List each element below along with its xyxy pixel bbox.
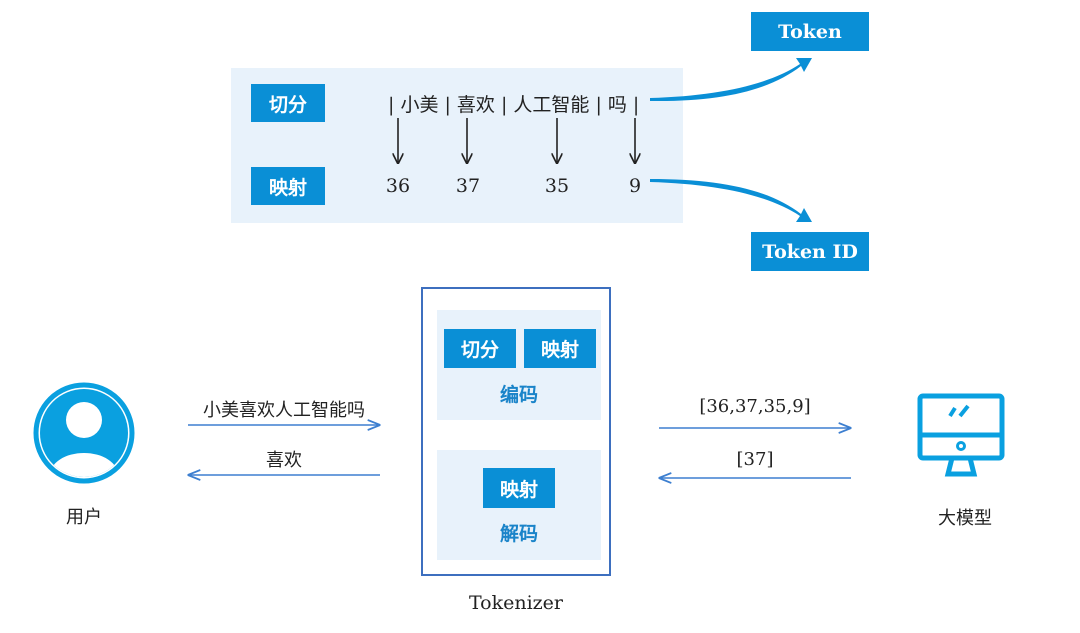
token-id-swoosh-arrow [650, 179, 812, 222]
token-id-3: 9 [628, 175, 642, 197]
segmented-text: | 小美 | 喜欢 | 人工智能 | 吗 | [388, 94, 640, 116]
user-icon [33, 382, 135, 484]
monitor-icon [917, 393, 1005, 477]
tokenizer-frame [421, 287, 611, 576]
model-output-ids: [37] [736, 449, 774, 470]
token-swoosh-arrow [650, 58, 812, 102]
encode-tokenize-tag: 切分 [444, 329, 516, 368]
token-id-1: 37 [455, 175, 481, 197]
encode-map-tag: 映射 [524, 329, 596, 368]
encode-label: 编码 [499, 384, 538, 406]
token-box: Token [751, 12, 869, 51]
model-input-ids: [36,37,35,9] [699, 396, 811, 417]
token-id-0: 36 [385, 175, 411, 197]
token-id-box: Token ID [751, 232, 869, 271]
user-input-text: 小美喜欢人工智能吗 [203, 400, 365, 421]
token-id-2: 35 [544, 175, 570, 197]
map-tag: 映射 [251, 167, 325, 205]
tokenize-tag: 切分 [251, 84, 325, 122]
decode-map-tag: 映射 [483, 468, 555, 508]
decode-label: 解码 [499, 523, 538, 545]
tokenizer-name: Tokenizer [468, 592, 564, 614]
down-arrows [398, 118, 635, 163]
model-label: 大模型 [938, 508, 992, 529]
user-output-text: 喜欢 [266, 450, 302, 471]
user-label: 用户 [66, 507, 102, 528]
